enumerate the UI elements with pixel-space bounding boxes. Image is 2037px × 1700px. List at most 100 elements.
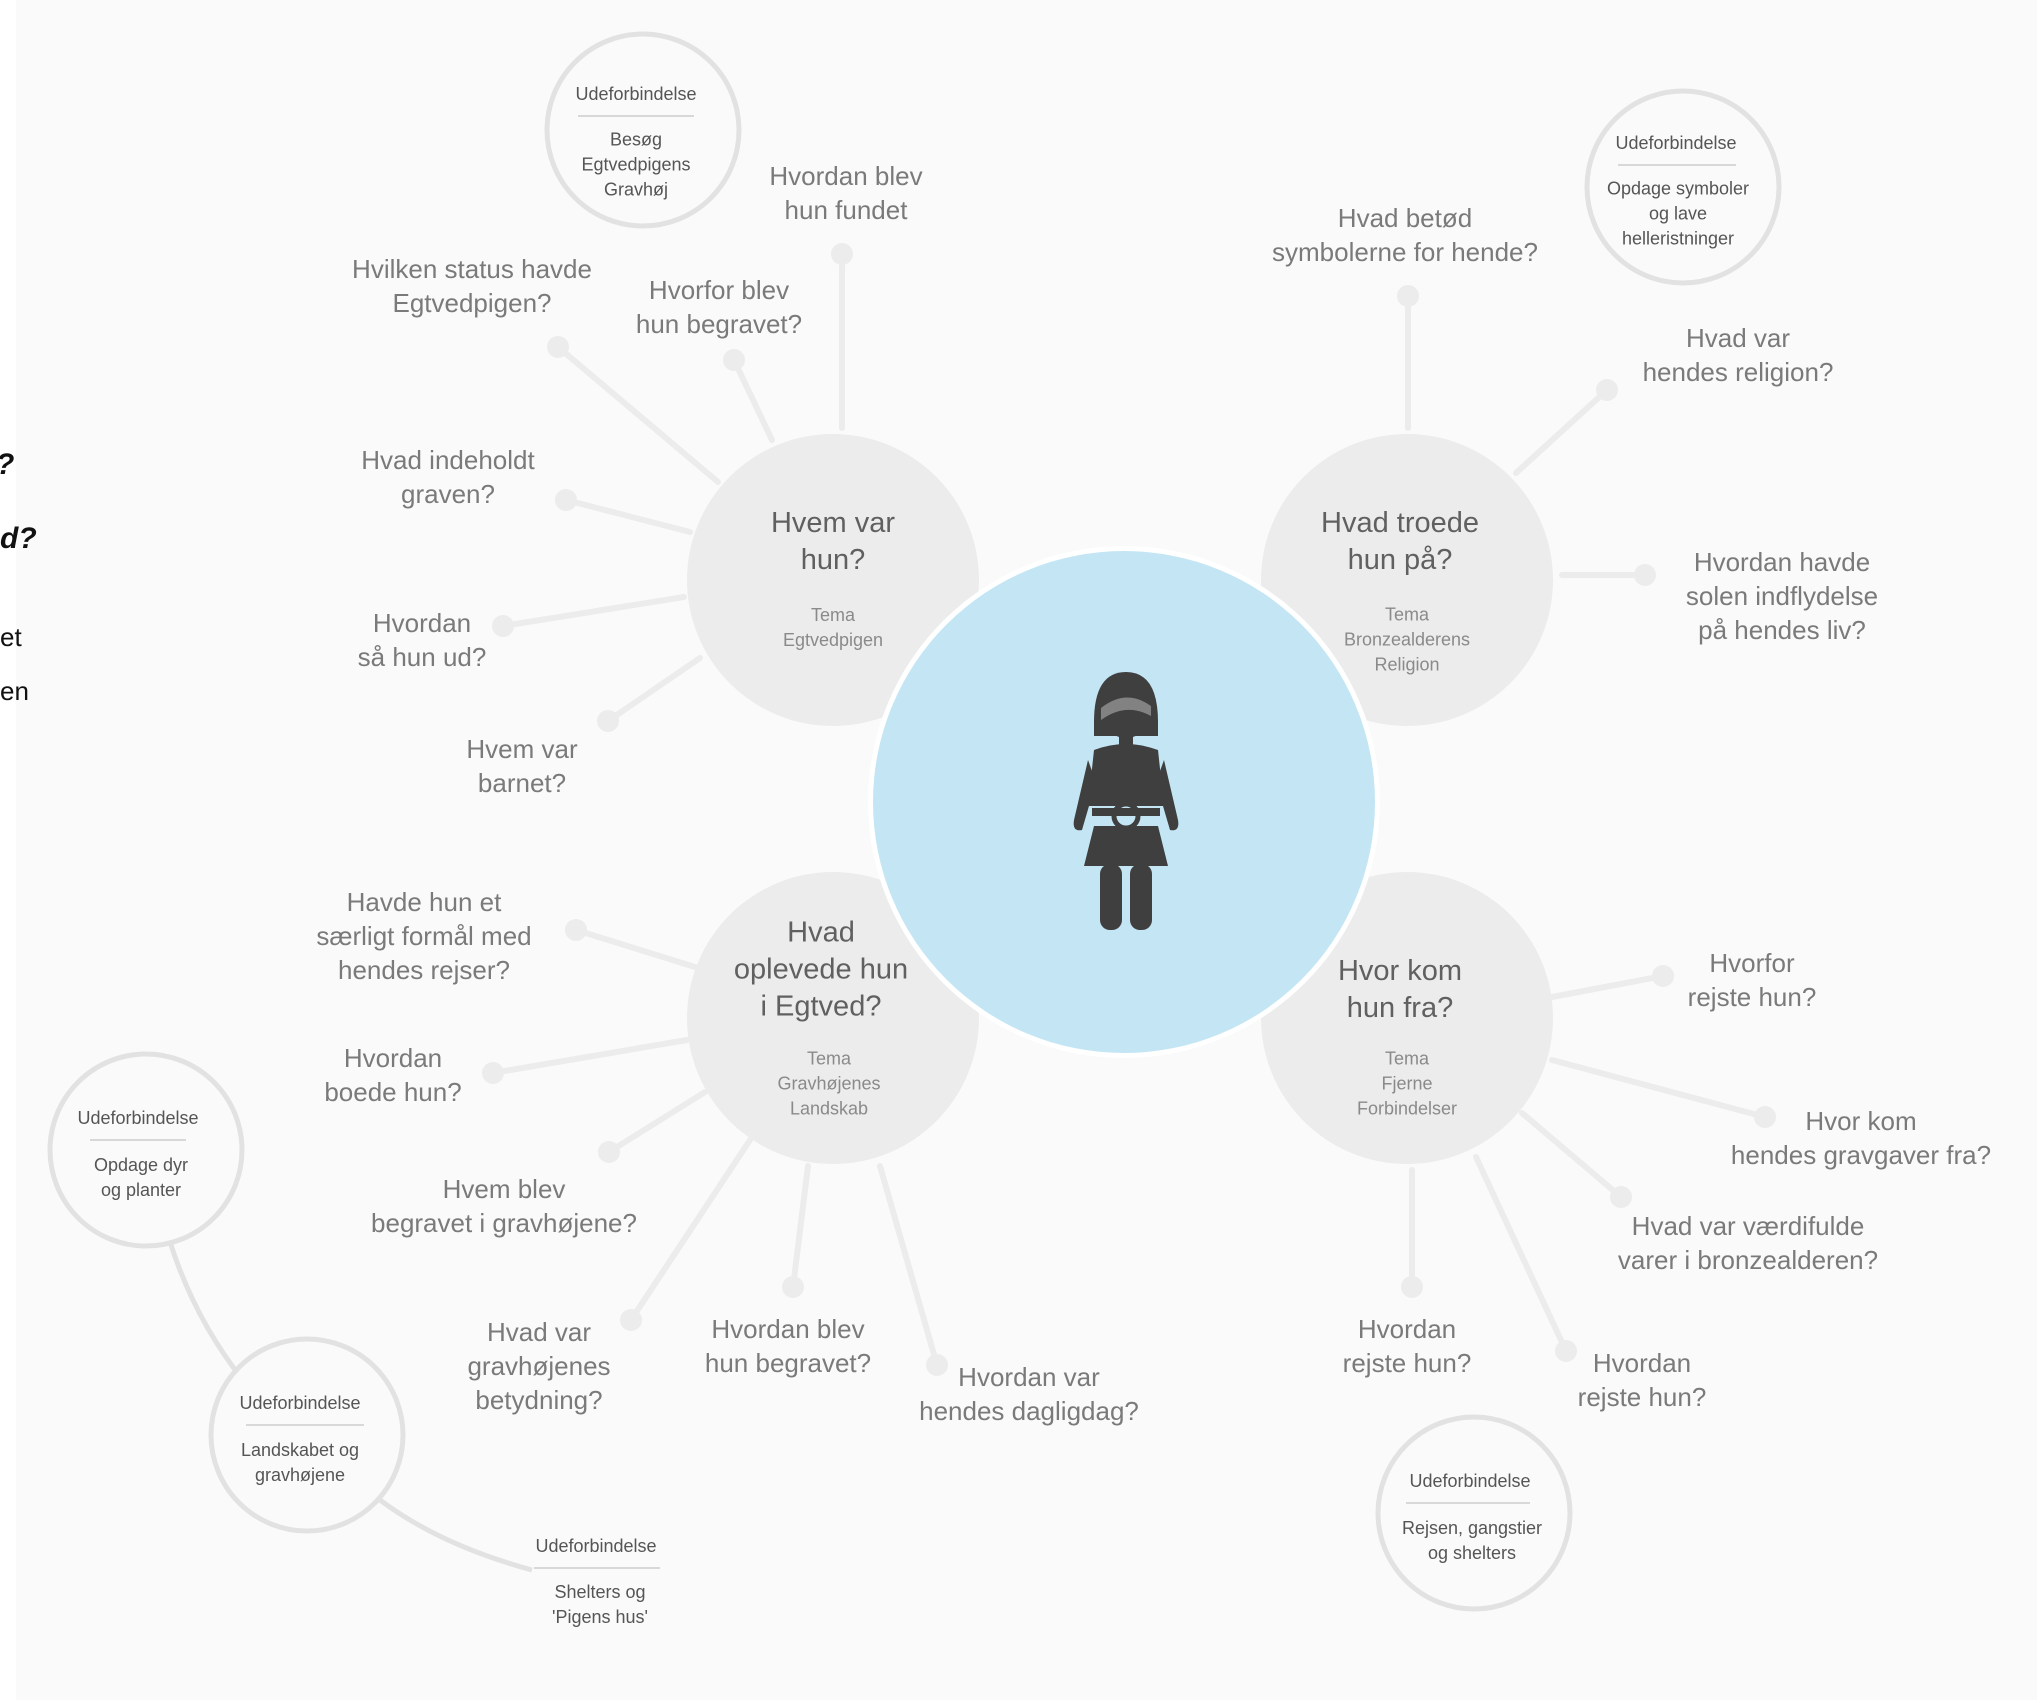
theme-title-line: Hvor kom	[1337, 955, 1463, 987]
question-label: Havde hun et særligt formål med hendes rej…	[316, 885, 531, 987]
connector-line	[790, 1163, 811, 1290]
question-label-line: Hvad var	[486, 1317, 592, 1347]
theme-title: Hvor kom hun fra?	[1338, 953, 1462, 1027]
question-label-line: hun begravet?	[635, 309, 803, 339]
outdoor-bubble	[208, 1336, 406, 1534]
outdoor-text-line: Opdage symboler	[1606, 178, 1750, 199]
outdoor-bubble	[47, 1051, 245, 1249]
connector-dot	[565, 919, 587, 941]
question-label-line: hun fundet	[784, 195, 908, 225]
outdoor-text-line: gravhøjene	[254, 1465, 346, 1485]
connector-line	[563, 497, 693, 535]
outdoor-text-line: 'Pigens hus'	[552, 1607, 648, 1627]
connector-dot	[1397, 285, 1419, 307]
question-label-line: Havde hun et	[346, 887, 502, 917]
connector-line	[1513, 387, 1610, 476]
outdoor-text-line: helleristninger	[1621, 228, 1735, 249]
cropped-side-text: en	[0, 676, 29, 706]
question-label-line: Hvordan	[343, 1043, 443, 1073]
theme-label-line: Fjerne	[1381, 1073, 1433, 1094]
outdoor-text-line: Landskabet og	[240, 1440, 360, 1460]
theme-label-line: Egtvedpigen	[782, 630, 884, 650]
outdoor-heading: Udeforbindelse	[1615, 133, 1737, 153]
connector-dot	[597, 710, 619, 732]
outdoor-heading: Udeforbindelse	[239, 1393, 361, 1413]
outdoor-text-line: Rejsen, gangstier	[1401, 1518, 1543, 1538]
theme-title-line: Hvem var	[770, 507, 896, 539]
outdoor-bubble	[1584, 88, 1782, 286]
connector-dot	[831, 243, 853, 265]
connector-dot	[1652, 965, 1674, 987]
theme-label-line: Tema	[1384, 1048, 1430, 1069]
outdoor-text-line: og lave	[1648, 203, 1708, 224]
question-label: Hvorfor blev hun begravet?	[636, 273, 802, 341]
question-label: Hvordan blev hun fundet	[769, 159, 922, 227]
question-label-line: Hvilken status havde	[352, 254, 592, 284]
outdoor-text-line: Gravhøj	[603, 179, 668, 200]
connector-line	[573, 927, 698, 970]
theme-label-line: Gravhøjenes	[777, 1073, 881, 1094]
connector-dot	[1401, 1276, 1423, 1298]
question-label-line: Hvad var	[1685, 323, 1791, 353]
outdoor-heading: Udeforbindelse	[575, 84, 697, 104]
connector-dot	[1754, 1106, 1776, 1128]
question-label-line: Egtvedpigen?	[392, 288, 552, 318]
connector-line	[606, 1089, 708, 1155]
question-label-line: rejste hun?	[1577, 1382, 1707, 1412]
question-label-line: Hvad var værdifulde	[1631, 1211, 1865, 1241]
theme-label-line: Bronzealderens	[1343, 629, 1471, 650]
connector-line	[877, 1163, 940, 1368]
connector-dot	[723, 349, 745, 371]
question-label-line: symbolerne for hende?	[1272, 237, 1538, 267]
question-label: Hvem blev begravet i gravhøjene?	[371, 1172, 637, 1240]
connector-dot	[1610, 1186, 1632, 1208]
question-label-line: Hvordan havde	[1693, 547, 1871, 577]
connector-dot	[1555, 1340, 1577, 1362]
connector-line	[555, 344, 721, 485]
question-label-line: Hvor kom	[1805, 1106, 1917, 1136]
theme-label-line: Tema	[806, 1048, 852, 1069]
question-label-line: boede hun?	[324, 1077, 462, 1107]
outdoor-heading: Udeforbindelse	[77, 1108, 199, 1128]
connector-dot	[547, 336, 569, 358]
question-label-line: solen indflydelse	[1685, 581, 1879, 611]
question-label-line: gravhøjenes	[467, 1351, 611, 1381]
theme-circle	[687, 872, 979, 1164]
woman-icon	[1073, 672, 1179, 930]
connector-line	[500, 594, 687, 629]
question-label-line: barnet?	[477, 768, 567, 798]
question-label-line: Hvordan blev	[769, 161, 923, 191]
connector-line	[1549, 1057, 1768, 1120]
connector-dot	[782, 1276, 804, 1298]
question-label-line: særligt formål med	[316, 921, 532, 951]
outdoor-text-line: og shelters	[1427, 1543, 1517, 1563]
question-label-line: hendes dagligdag?	[919, 1396, 1139, 1426]
theme-label-line: Tema	[810, 605, 855, 625]
outdoor-text-line: Egtvedpigens	[581, 154, 691, 175]
connector-line	[605, 655, 703, 724]
question-label-line: Hvorfor blev	[648, 275, 790, 305]
theme-label-line: Tema	[1384, 604, 1429, 625]
theme-label-line: Forbindelser	[1356, 1098, 1458, 1119]
question-label-line: Hvem blev	[442, 1174, 566, 1204]
question-label-line: graven?	[401, 479, 495, 509]
question-label-line: Hvordan	[372, 608, 472, 638]
theme-title-line: hun fra?	[1346, 992, 1454, 1024]
question-label-line: hendes rejser?	[338, 955, 510, 985]
question-label-line: begravet i gravhøjene?	[371, 1208, 637, 1238]
connector-dot	[620, 1309, 642, 1331]
